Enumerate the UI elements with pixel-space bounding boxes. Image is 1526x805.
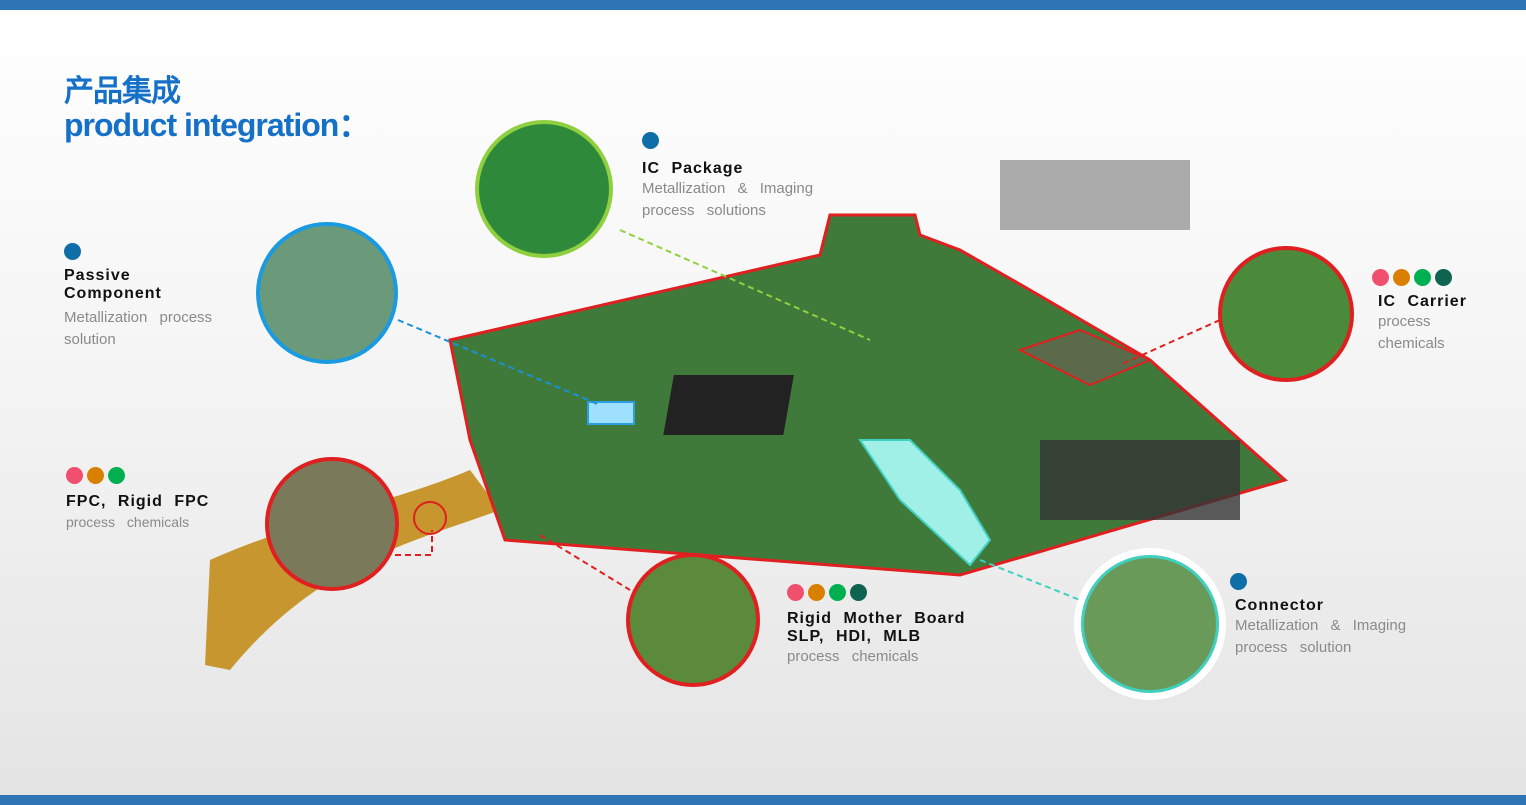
passive-highlight: [587, 401, 635, 425]
blue-dot-icon: [642, 132, 659, 149]
bottom-bar: [0, 795, 1526, 805]
orange-dot-icon: [808, 584, 825, 601]
callout-line: process chemicals: [787, 648, 919, 665]
callout-line: chemicals: [1378, 335, 1445, 352]
pink-dot-icon: [66, 467, 83, 484]
blue-dot-icon: [1230, 573, 1247, 590]
callout-line: Metallization & Imaging: [642, 180, 814, 197]
title-zh: 产品集成: [64, 75, 181, 108]
orange-dot-icon: [1393, 269, 1410, 286]
green-dot-icon: [829, 584, 846, 601]
memory-slots: [1040, 440, 1240, 520]
top-bar: [0, 0, 1526, 10]
callout-line: process solutions: [642, 202, 766, 219]
dark-green-dot-icon: [850, 584, 867, 601]
passive-component-photo: [256, 222, 398, 364]
callout-subtitle: SLP, HDI, MLB: [787, 628, 922, 645]
orange-dot-icon: [87, 467, 104, 484]
pink-dot-icon: [787, 584, 804, 601]
callout-passive: Passive Component Metallization process …: [64, 243, 234, 351]
callout-connector: Connector Metallization & Imaging proces…: [1230, 573, 1430, 659]
callout-title: IC Package: [642, 160, 744, 177]
ic-carrier-photo: [1218, 246, 1354, 382]
cpu-heatsink: [1000, 160, 1190, 230]
callout-title: Passive Component: [64, 267, 162, 302]
callout-fpc: FPC, Rigid FPC process chemicals: [66, 467, 216, 533]
heatsink: [663, 375, 794, 435]
green-dot-icon: [108, 467, 125, 484]
ic-package-photo: [475, 120, 613, 258]
callout-line: process solution: [1235, 639, 1352, 656]
fpc-cable: [205, 470, 500, 670]
callout-ic-carrier: IC Carrier process chemicals: [1372, 269, 1522, 355]
callout-ic-package: IC Package Metallization & Imaging proce…: [642, 132, 842, 222]
callout-line: Metallization process: [64, 309, 213, 326]
ic-carrier-highlight: [1017, 328, 1153, 387]
callout-title: FPC, Rigid FPC: [66, 493, 210, 510]
title-en: product integration：: [64, 107, 370, 143]
callout-line: process: [1378, 313, 1431, 330]
callout-line: solution: [64, 331, 116, 348]
callout-line: process chemicals: [66, 514, 190, 530]
callout-title: Connector: [1235, 597, 1324, 614]
green-dot-icon: [1414, 269, 1431, 286]
connector-highlight: [858, 439, 992, 567]
rigid-board-photo: [626, 553, 760, 687]
callout-rigid-board: Rigid Mother Board SLP, HDI, MLB process…: [787, 584, 987, 668]
pink-dot-icon: [1372, 269, 1389, 286]
connector-photo: [1074, 548, 1226, 700]
callout-line: Metallization & Imaging: [1235, 617, 1407, 634]
callout-title: Rigid Mother Board: [787, 610, 966, 627]
dark-green-dot-icon: [1435, 269, 1452, 286]
fpc-photo: [265, 457, 399, 591]
callout-title: IC Carrier: [1378, 293, 1467, 310]
blue-dot-icon: [64, 243, 81, 260]
